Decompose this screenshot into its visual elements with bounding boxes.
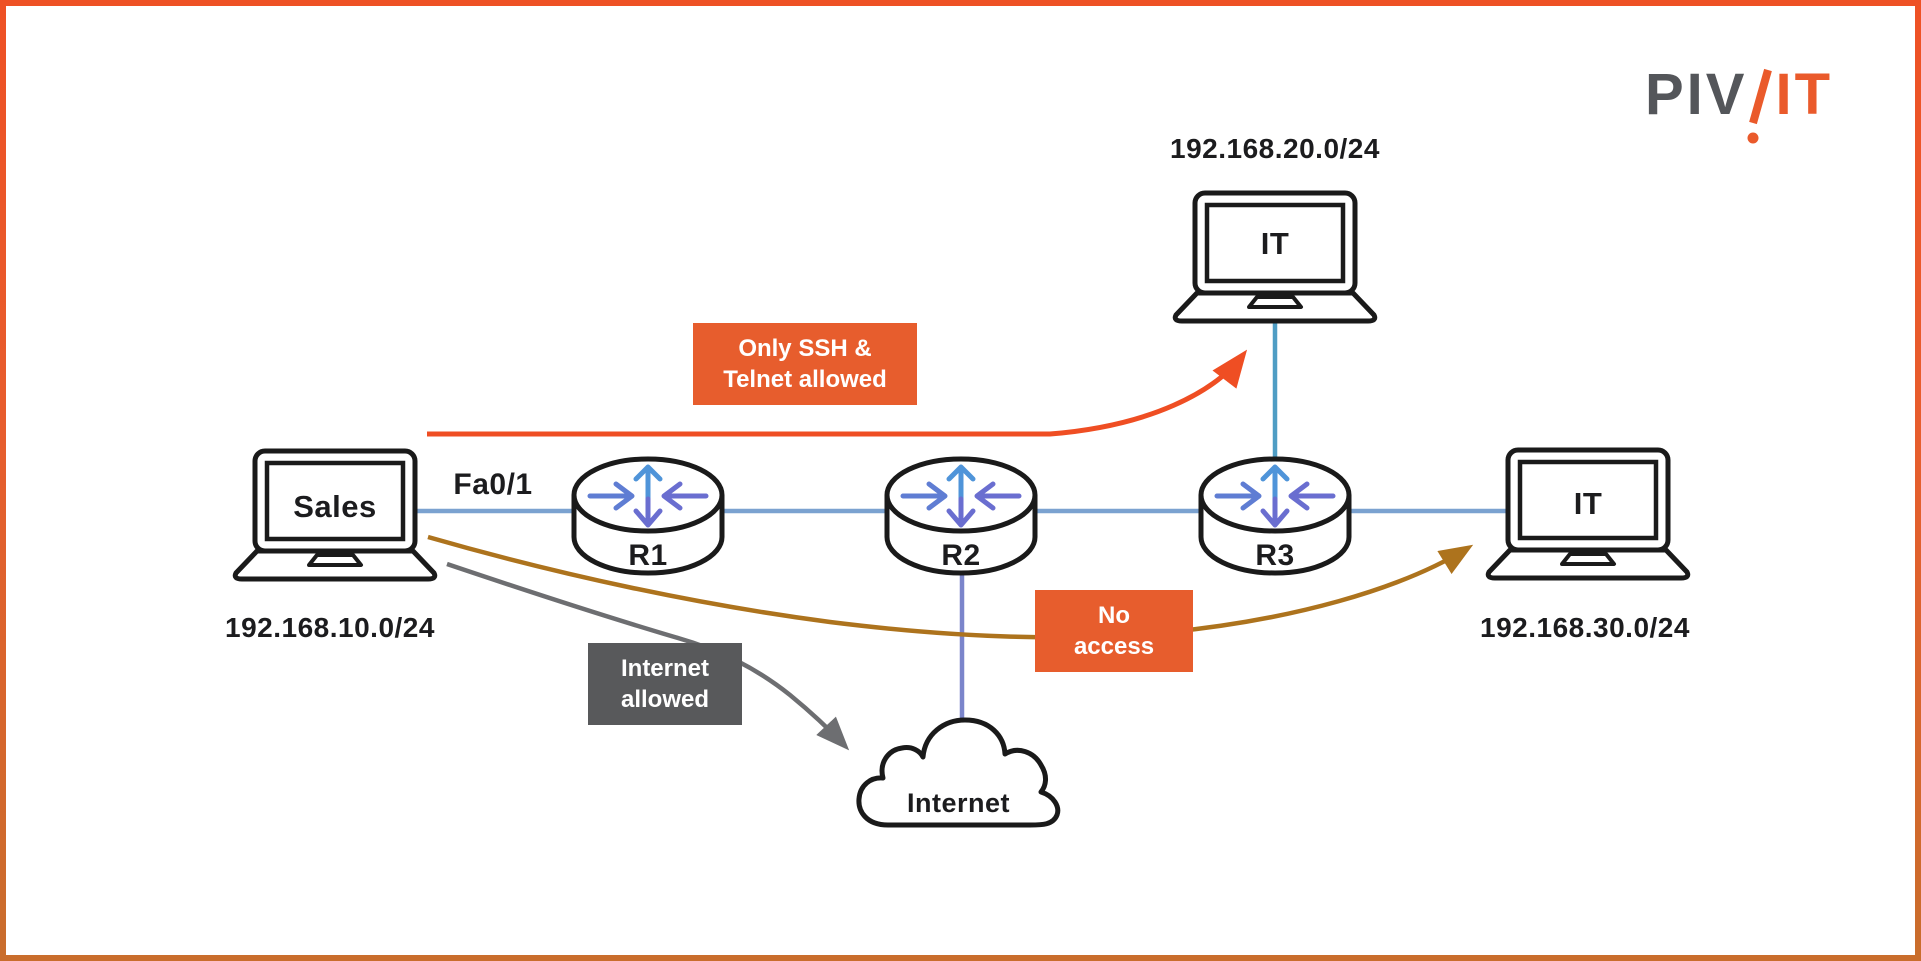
- router-label-r3: R3: [1255, 539, 1295, 572]
- callout-ssh-telnet: Only SSH & Telnet allowed: [693, 323, 917, 405]
- pivit-logo: PIV IT: [1645, 66, 1833, 148]
- pivit-logo-orange-text: IT: [1775, 62, 1834, 127]
- interface-label-fa01: Fa0/1: [453, 468, 533, 501]
- sales-subnet-label: 192.168.10.0/24: [225, 612, 435, 643]
- callout-ssh-telnet-text: Only SSH & Telnet allowed: [723, 334, 887, 393]
- pivit-logo-gray-text: PIV: [1645, 62, 1748, 127]
- callout-internet-allowed-text: Internet allowed: [620, 654, 710, 713]
- callout-no-access-text: No access: [1073, 601, 1155, 660]
- it-top-screen-label: IT: [1260, 226, 1290, 261]
- sales-screen-label: Sales: [293, 489, 377, 524]
- it-top-subnet-label: 192.168.20.0/24: [1170, 133, 1380, 164]
- callout-no-access: No access: [1035, 590, 1193, 672]
- it-right-screen-label: IT: [1573, 486, 1603, 521]
- router-label-r1: R1: [628, 539, 668, 572]
- router-label-r2: R2: [941, 539, 981, 572]
- it-right-subnet-label: 192.168.30.0/24: [1480, 612, 1690, 643]
- internet-cloud-label: Internet: [906, 788, 1010, 818]
- pivit-logo-slash-icon: [1747, 68, 1772, 144]
- callout-internet-allowed: Internet allowed: [588, 643, 742, 725]
